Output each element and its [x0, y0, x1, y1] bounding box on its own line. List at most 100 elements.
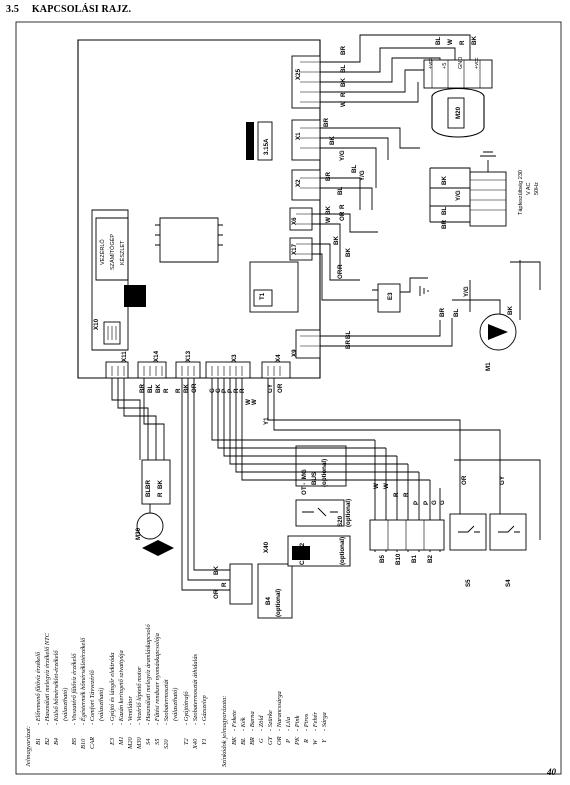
label-m30: M30	[135, 527, 142, 540]
label-x1: X1	[295, 132, 302, 140]
legend-code: T2	[183, 737, 190, 745]
legend-desc: - Gázszelep	[201, 695, 208, 725]
label-bus: BUS	[311, 472, 318, 485]
legend-desc: - Fűtési rendszer nyomáskapcsolója	[154, 633, 161, 725]
wire-color: G	[431, 500, 438, 505]
section-title: KAPCSOLÁSI RAJZ.	[31, 4, 132, 15]
legend-desc: (választható)	[62, 688, 69, 721]
label-x9: X9	[291, 349, 298, 357]
label-car-optional: (optional)	[339, 537, 346, 565]
wire-color: Y/G	[339, 150, 346, 161]
wire-color: R	[157, 492, 164, 497]
legend-items: B1 - Előremenő fűtővíz érzékelő B2 - Has…	[35, 624, 208, 750]
legend-title: Jelmagyarázat:	[25, 726, 32, 767]
legend-desc: - Kazán keringető szivattyúja	[118, 650, 125, 725]
legend-code: B10	[80, 738, 87, 749]
color-code: BL	[240, 737, 247, 745]
wire-color: BR	[441, 220, 448, 229]
wire-color: BK	[507, 306, 514, 315]
legend-code: B1	[35, 738, 42, 745]
wire-color: R	[337, 264, 344, 269]
color-name: - Pink	[294, 715, 301, 731]
section-number: 3.5	[6, 4, 20, 15]
wire-color: BK	[333, 236, 340, 245]
wire-color: BK	[471, 36, 478, 45]
wire-color: P	[413, 501, 420, 505]
wire-color: BK	[325, 206, 332, 215]
wire-color: W	[340, 101, 347, 107]
legend-desc: (választható)	[98, 688, 105, 721]
fan-terminal: +vcc	[474, 57, 480, 69]
wire-color: OR	[213, 589, 220, 599]
supply-label-2: V AC	[526, 182, 532, 195]
legend-desc: - Szobatermosztát	[163, 679, 170, 725]
wire-color: Y/G	[455, 190, 462, 201]
wire-color: R	[175, 388, 182, 393]
wire-color: W	[373, 483, 380, 489]
wire-color: BR	[145, 480, 152, 489]
wire-color: W	[447, 39, 454, 45]
label-b4: B4	[265, 597, 272, 605]
label-x2: X2	[295, 179, 302, 187]
color-code: PK	[294, 736, 301, 746]
wire-color: GY	[499, 475, 506, 485]
label-x11: X11	[121, 351, 128, 362]
wire-color: Y/G	[359, 170, 366, 181]
upper-wiring	[312, 34, 541, 351]
color-code: BR	[249, 737, 256, 745]
color-name: - Piros	[303, 713, 310, 731]
wire-color: BK	[345, 248, 352, 257]
legend-desc: - Gyújtótrafó	[183, 691, 190, 725]
wire-color: P	[423, 501, 430, 505]
color-name: - Barna	[249, 711, 256, 731]
legend-code: X40	[192, 738, 199, 750]
label-x25: X25	[295, 68, 302, 80]
wire-color: GY	[267, 383, 274, 393]
label-b1: B1	[411, 555, 418, 563]
label-x4: X4	[275, 354, 282, 362]
diagram-frame	[15, 21, 562, 775]
label-s20-optional: (optional)	[345, 499, 352, 527]
wire-color: R	[340, 92, 347, 97]
legend-code: M1	[118, 736, 125, 746]
label-b2: B2	[427, 555, 434, 563]
color-code: W	[312, 739, 319, 745]
wire-color: BL	[147, 385, 154, 393]
legend-code: Y1	[201, 738, 208, 745]
color-name: - Sárga	[321, 712, 328, 731]
wire-color: R	[239, 388, 246, 393]
legend-desc: - Gyújtó és lángőr elektróda	[109, 653, 116, 725]
color-code: GY	[267, 735, 274, 745]
wire-color: BR	[325, 172, 332, 181]
lower-wiring	[111, 378, 541, 619]
color-legend-title: Színkódok jelmagyarázata:	[221, 695, 228, 767]
wire-color: BR	[345, 340, 352, 349]
wire-color: BK	[155, 384, 162, 393]
color-legend-items: BK - Fekete BL - Kék BR - Barna G - Zöld…	[231, 691, 328, 746]
wire-color: R	[221, 582, 228, 587]
pcb-label-1: VEZÉRLŐ	[99, 239, 106, 265]
wire-color: OR	[337, 269, 344, 279]
color-name: - Narancssárga	[276, 691, 283, 731]
fan-terminal: GND	[458, 57, 464, 69]
color-name: - Lila	[285, 717, 292, 731]
wire-color: P	[227, 389, 234, 393]
color-name: - Zöld	[258, 715, 265, 731]
main-board	[77, 39, 321, 379]
wire-color: BK	[157, 480, 164, 489]
label-s5: S5	[465, 579, 472, 587]
label-x3: X3	[231, 354, 238, 362]
wire-color: Y/G	[463, 286, 470, 297]
pcb-label-2: SZÁMÍTÓGÉP	[109, 234, 116, 270]
wire-color: OR	[461, 475, 468, 485]
page-number: 40	[547, 767, 556, 777]
legend-code: M20	[127, 736, 134, 750]
wire-color: BR	[139, 384, 146, 393]
label-m1: M1	[485, 362, 492, 371]
wire-color: BK	[340, 78, 347, 87]
color-code: Y	[321, 738, 328, 743]
pcb-label-3: KÉSZLET	[119, 240, 126, 265]
color-code: BK	[231, 736, 238, 745]
label-m20: M20	[455, 106, 462, 119]
